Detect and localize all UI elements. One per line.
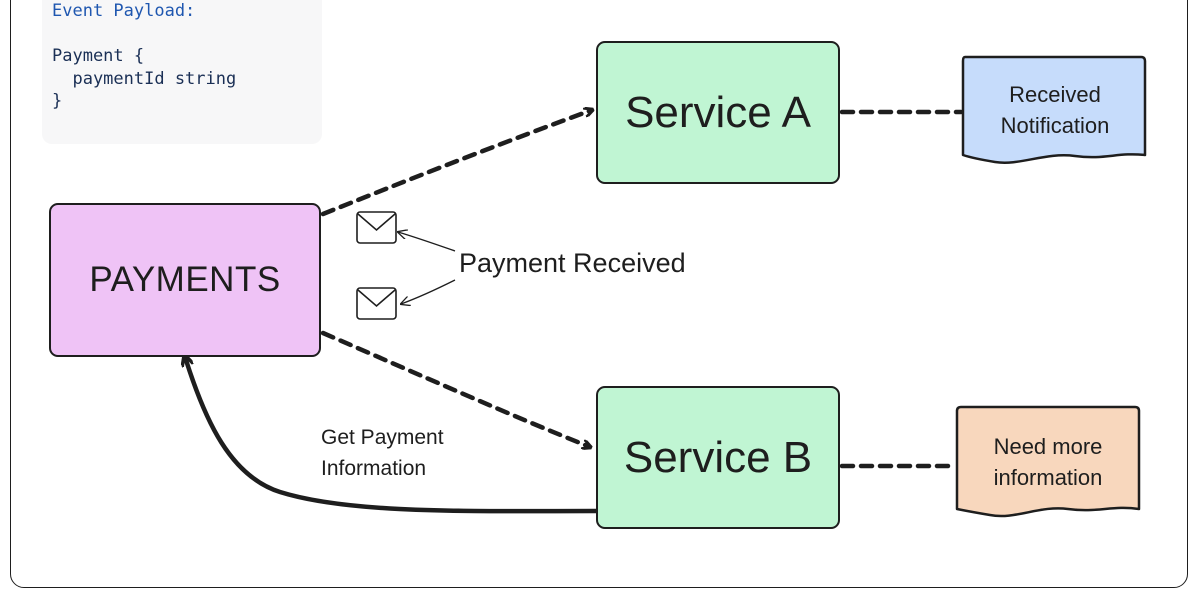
document-text-line: Received [1009,82,1101,107]
service-a-node-label: Service A [625,87,811,137]
caption-line: Get Payment [321,426,444,449]
service-a-node: Service A [596,41,840,184]
code-line: paymentId string [52,68,237,89]
event-arrow-to-service-b [320,330,590,447]
service-b-node-label: Service B [623,432,813,482]
envelope-icon [356,211,397,244]
label-pointer-upper [398,232,456,252]
received-notification-label: Received Notification [963,79,1147,141]
get-payment-information-label: Get Payment Information [321,422,444,484]
document-text-line: Need more [993,434,1103,459]
label-pointer-lower [401,279,456,304]
payment-received-label: Payment Received [459,248,686,278]
payments-node-label: PAYMENTS [89,260,281,299]
document-text-line: information [993,465,1103,490]
caption-line: Information [321,457,427,480]
code-line: } [52,91,63,111]
need-more-information-label: Need more information [957,431,1139,493]
event-payload-card: Event Payload: Payment { paymentId strin… [42,0,322,144]
event-arrow-to-service-a [320,110,592,217]
code-line: Payment { [52,46,145,66]
need-more-information-document [955,405,1141,518]
document-text-line: Notification [1000,113,1110,138]
payments-node: PAYMENTS [49,203,321,357]
envelope-icon [356,287,397,320]
received-notification-document [961,55,1147,164]
event-payload-title: Event Payload: [52,1,196,21]
diagram-frame [10,0,1188,588]
get-payment-information-arrow [186,360,599,514]
service-b-node: Service B [596,386,840,529]
